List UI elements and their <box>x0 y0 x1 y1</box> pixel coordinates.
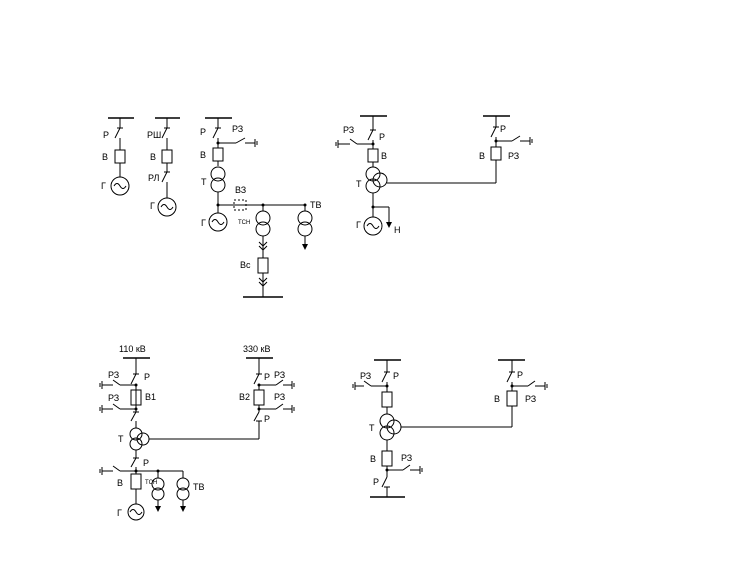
label-generator: Г <box>117 508 122 518</box>
label-voltage-transformer: ТВ <box>193 482 205 492</box>
label-right-disconnector-1: Р <box>264 372 270 382</box>
label-aux-breaker: Вс <box>240 260 251 270</box>
label-earthing-switch-2: РЗ <box>108 393 119 403</box>
label-generator-left: Г <box>356 220 361 230</box>
label-right-disconnector-2: Р <box>264 414 270 424</box>
label-right-earthing-switch-1: РЗ <box>274 370 285 380</box>
label-breaker-2: В2 <box>239 392 250 402</box>
label-generator: Г <box>201 218 206 228</box>
scheme-2: Р РЗ В Т ВЗ Г ТСН ТВ Вс <box>200 117 322 298</box>
label-breaker-right: В <box>479 151 485 161</box>
label-aux-transformer: ТСН <box>145 480 157 486</box>
label-disconnector-left: Р <box>379 132 385 142</box>
label-right-earthing-switch: РЗ <box>525 394 536 404</box>
label-breaker-1: В1 <box>145 392 156 402</box>
scheme-4: 110 кВ 330 кВ <box>99 344 295 521</box>
scheme-1: Р В Г РШ В РЛ Г <box>101 117 180 217</box>
label-neutral: Н <box>394 225 401 235</box>
label-disconnector-2: Р <box>143 458 149 468</box>
label-aux-transformer: ТСН <box>238 220 250 226</box>
label-right-earthing-switch-2: РЗ <box>274 392 285 402</box>
label-optional-breaker: ВЗ <box>235 185 246 195</box>
label-transformer-left: Т <box>356 179 362 189</box>
label-breaker-gen: В <box>117 478 123 488</box>
label-line-disconnector: РЛ <box>148 173 159 183</box>
scheme-3: РЗ Р В Т Г Н Р В РЗ <box>335 115 533 236</box>
label-bus-disconnector: РШ <box>147 130 161 140</box>
label-voltage-transformer: ТВ <box>310 200 322 210</box>
label-right-disconnector: Р <box>517 370 523 380</box>
label-breaker: В <box>200 150 206 160</box>
label-breaker: В <box>370 454 376 464</box>
label-right-breaker: В <box>494 394 500 404</box>
label-earthing-switch-1: РЗ <box>360 371 371 381</box>
label-earthing-switch-2: РЗ <box>401 453 412 463</box>
scheme-5: Р РЗ Т В РЗ Р Р В РЗ <box>352 359 548 498</box>
label-disconnector-right: Р <box>500 124 506 134</box>
label-earthing-switch: РЗ <box>232 124 243 134</box>
label-earthing-switch-1: РЗ <box>108 370 119 380</box>
label-generator-2: Г <box>150 201 155 211</box>
label-disconnector: Р <box>200 127 206 137</box>
label-transformer: Т <box>201 177 207 187</box>
label-voltage-330: 330 кВ <box>243 344 270 354</box>
label-breaker-2: В <box>150 152 156 162</box>
label-transformer: Т <box>118 434 124 444</box>
label-voltage-110: 110 кВ <box>119 344 146 354</box>
label-disconnector-1: Р <box>393 371 399 381</box>
label-disconnector-1: Р <box>144 372 150 382</box>
label-generator: Г <box>101 181 106 191</box>
label-earthing-switch-right: РЗ <box>508 151 519 161</box>
label-breaker-left: В <box>381 151 387 161</box>
label-earthing-switch-left: РЗ <box>343 125 354 135</box>
label-breaker: В <box>102 152 108 162</box>
label-transformer: Т <box>369 423 375 433</box>
label-disconnector-2: Р <box>373 477 379 487</box>
label-disconnector: Р <box>103 130 109 140</box>
